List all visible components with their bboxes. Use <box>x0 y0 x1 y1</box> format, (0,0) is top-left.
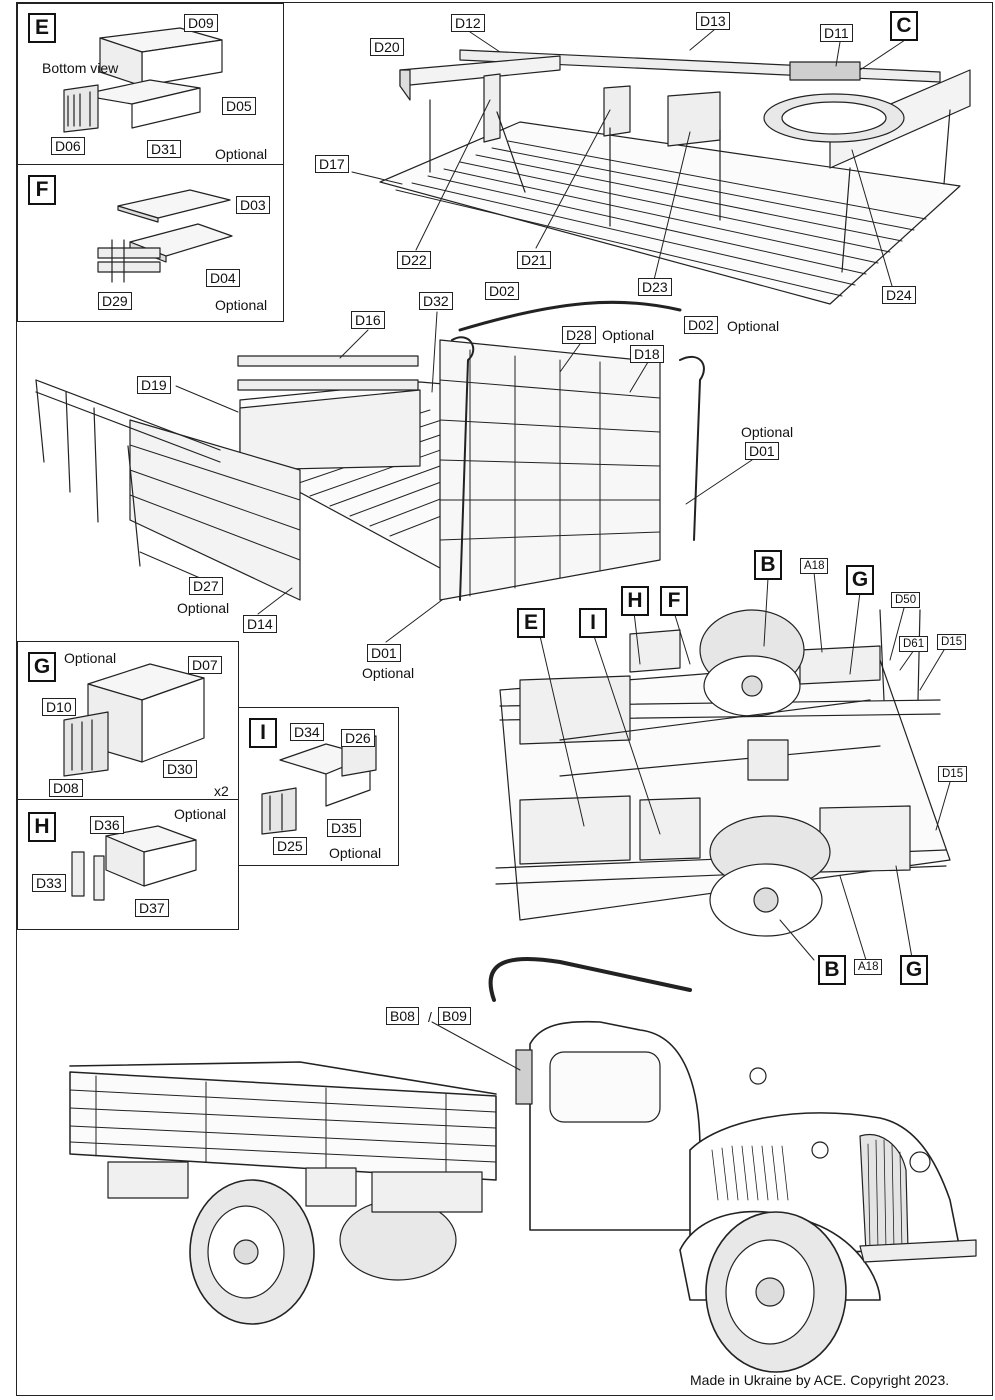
part-label-d11: D11 <box>820 24 853 42</box>
optional-note: Optional <box>177 600 230 616</box>
part-label-d12: D12 <box>451 14 485 32</box>
part-label-b08: B08 <box>386 1007 419 1025</box>
panel-g-letter: G <box>28 652 56 682</box>
panel-i: I D34 D26 D35 D25 Optional <box>238 707 399 866</box>
truck-drawing <box>69 956 977 1373</box>
panel-e-drawing <box>63 27 223 133</box>
optional-note: Optional <box>741 424 794 440</box>
bottom-view-note: Bottom view <box>42 60 119 76</box>
part-label-d02: D02 <box>485 282 519 300</box>
part-label-d36: D36 <box>90 816 124 834</box>
panel-i-drawing <box>261 735 377 835</box>
part-label-d06: D06 <box>51 137 85 155</box>
part-label-d17: D17 <box>315 155 349 173</box>
optional-note: Optional <box>215 146 268 162</box>
callout-g-bottom: G <box>900 955 928 985</box>
part-label-d18: D18 <box>630 345 664 363</box>
panel-h: H Optional D36 D33 D37 <box>17 799 239 930</box>
panel-e-letter: E <box>28 13 56 43</box>
panel-h-drawing <box>71 825 197 901</box>
panel-f: F D03 D04 D29 Optional <box>17 164 284 322</box>
part-label-d08: D08 <box>49 779 83 797</box>
part-label-d13: D13 <box>696 12 730 30</box>
callout-f: F <box>660 586 688 616</box>
part-label-d15-bottom: D15 <box>938 766 968 782</box>
part-label-d01-bottom: D01 <box>367 644 401 662</box>
part-label-d25: D25 <box>273 837 307 855</box>
part-label-d27: D27 <box>189 577 223 595</box>
part-label-d15-top: D15 <box>937 634 967 650</box>
panel-f-drawing <box>97 189 233 283</box>
part-label-d30: D30 <box>163 760 197 778</box>
part-label-d26: D26 <box>341 729 375 747</box>
optional-note: Optional <box>602 327 655 343</box>
panel-h-letter: H <box>28 812 56 842</box>
part-label-d04: D04 <box>206 269 240 287</box>
part-label-d01-right: D01 <box>745 442 779 460</box>
part-label-d61: D61 <box>899 636 929 652</box>
top-bed-drawing <box>379 49 971 305</box>
optional-note: Optional <box>64 650 117 666</box>
part-label-a18-bottom: A18 <box>854 959 883 975</box>
panel-e: E D09 Bottom view D05 D06 D31 Optional <box>17 3 284 165</box>
part-label-d14: D14 <box>243 615 277 633</box>
part-label-d23: D23 <box>638 278 672 296</box>
optional-note: Optional <box>174 806 227 822</box>
part-label-d20: D20 <box>370 38 404 56</box>
part-label-d29: D29 <box>98 292 132 310</box>
callout-i: I <box>579 608 607 638</box>
part-label-a18-top: A18 <box>800 558 829 574</box>
panel-f-letter: F <box>28 175 56 205</box>
callout-c: C <box>890 11 918 41</box>
part-label-d21: D21 <box>517 251 551 269</box>
optional-note: Optional <box>215 297 268 313</box>
part-label-d09: D09 <box>184 14 218 32</box>
part-label-d35: D35 <box>327 819 361 837</box>
callout-b-top: B <box>754 550 782 580</box>
panel-i-letter: I <box>249 718 277 748</box>
sheet-border <box>16 2 993 1396</box>
copyright-footer: Made in Ukraine by ACE. Copyright 2023. <box>690 1372 950 1388</box>
part-label-d16: D16 <box>351 311 385 329</box>
part-label-d07: D07 <box>188 656 222 674</box>
part-label-d24: D24 <box>882 286 916 304</box>
optional-note: Optional <box>362 665 415 681</box>
optional-note: Optional <box>329 845 382 861</box>
leader-lines <box>139 29 951 1071</box>
callout-b-bottom: B <box>818 955 846 985</box>
panel-g: G Optional D07 D10 D30 D08 x2 <box>17 641 239 800</box>
part-label-d19: D19 <box>137 376 171 394</box>
callout-h: H <box>621 586 649 616</box>
part-label-d50: D50 <box>891 592 921 608</box>
part-label-b09: B09 <box>438 1007 471 1025</box>
part-label-d33: D33 <box>32 874 66 892</box>
part-label-d34: D34 <box>290 723 324 741</box>
part-label-d32: D32 <box>419 292 453 310</box>
optional-note: Optional <box>727 318 780 334</box>
panel-g-drawing <box>63 663 205 777</box>
callout-e: E <box>517 608 545 638</box>
part-label-d03: D03 <box>236 196 270 214</box>
middle-bed-drawing <box>35 300 705 601</box>
part-label-d02-top: D02 <box>684 316 718 334</box>
quantity-note: x2 <box>214 783 229 799</box>
part-label-d37: D37 <box>135 899 169 917</box>
part-label-d22: D22 <box>397 251 431 269</box>
part-label-d31: D31 <box>147 140 181 158</box>
chassis-drawing <box>495 609 951 937</box>
callout-g-top: G <box>846 565 874 595</box>
part-label-d28: D28 <box>562 326 596 344</box>
part-label-d05: D05 <box>222 97 256 115</box>
part-label-separator: / <box>428 1009 432 1025</box>
part-label-d10: D10 <box>42 698 76 716</box>
